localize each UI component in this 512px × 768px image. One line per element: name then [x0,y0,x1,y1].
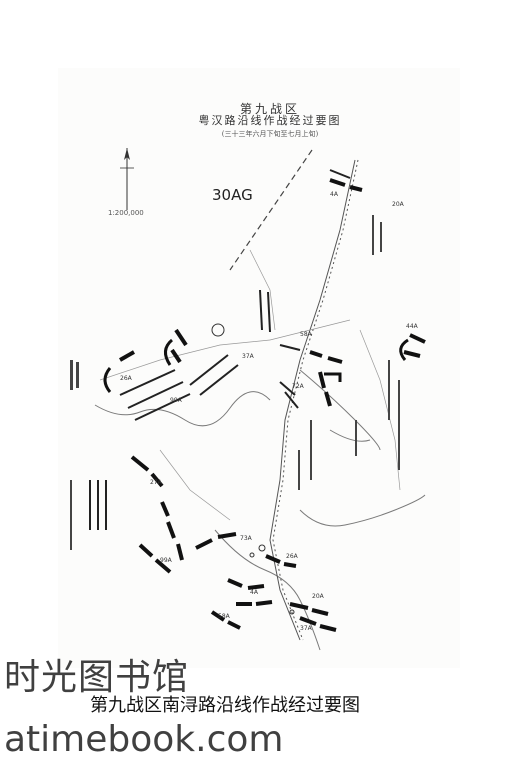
scale-label: 1:200,000 [108,209,144,217]
watermark-english: atimebook.com [4,719,284,760]
town-markers [211,323,295,615]
unit-label: 20A [392,201,405,208]
unit-label: 99A [160,557,173,564]
unit-label: 37A [242,353,255,360]
unit-label: 4A [250,589,259,596]
map-title-line1: 第九战区 [239,102,300,116]
unit-label: 4A [330,191,339,198]
map-date-note: (三十三年六月下旬至七月上旬) [221,130,319,138]
unit-front-marks [119,178,426,632]
map-caption: 第九战区南浔路沿线作战经过要图 [90,695,360,716]
unit-brackets [103,338,409,393]
roads [99,249,401,521]
unit-label: 72A [292,383,305,390]
watermark-chinese: 时光图书馆 [4,657,190,698]
unit-label: 20A [312,593,325,600]
railway-line [269,159,359,641]
rivers [94,369,426,651]
unit-label: 73A [240,535,253,542]
army-label: 30AG [212,186,253,204]
unit-label: 58A [218,613,231,620]
unit-label: 44A [406,323,419,330]
front-line-diagonal [229,149,313,271]
unit-label: 26A [120,375,133,382]
unit-label: 27A [150,479,163,486]
map-title-line2: 粤汉路沿线作战经过要图 [198,114,342,127]
unit-bars [89,169,351,530]
north-arrow-icon [120,148,134,210]
unit-label: 37A [300,625,313,632]
unit-label: 26A [286,553,299,560]
unit-label: 99A [170,397,183,404]
place-annotations [70,215,400,550]
unit-label: 58A [300,331,313,338]
